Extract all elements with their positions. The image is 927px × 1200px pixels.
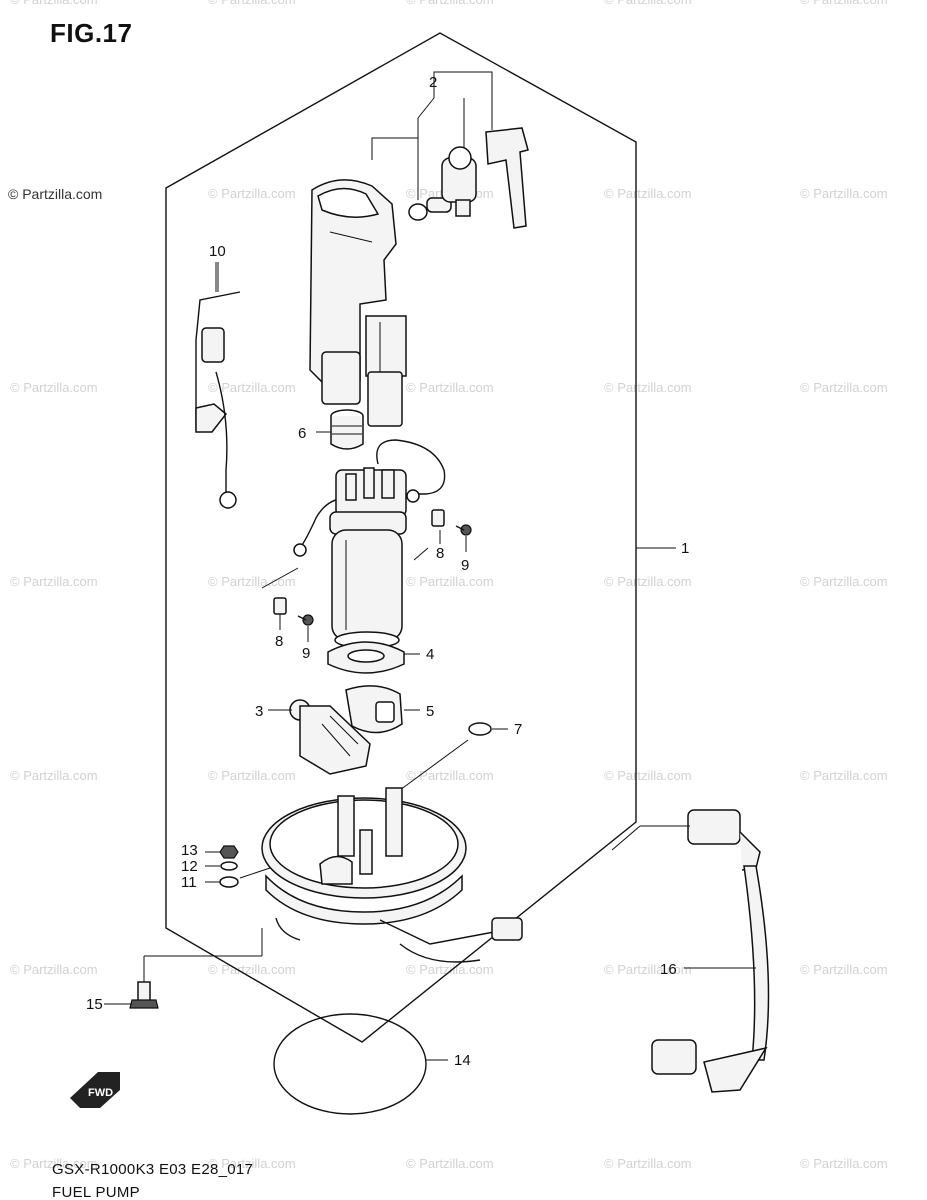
pump-housing-upper <box>309 179 407 427</box>
watermark-text: © Partzilla.com <box>208 574 296 589</box>
watermark-text: © Partzilla.com <box>208 186 296 201</box>
watermark-text: © Partzilla.com <box>208 380 296 395</box>
pump-base-plate <box>261 787 467 925</box>
watermark-text: © Partzilla.com <box>208 768 296 783</box>
callout-1: 1 <box>681 540 689 557</box>
watermark-text: © Partzilla.com <box>10 768 98 783</box>
fwd-arrow: FWD <box>70 1072 120 1108</box>
callout-16: 16 <box>660 961 677 978</box>
part-7-washer <box>468 722 492 736</box>
figure-title: FIG.17 <box>50 18 133 48</box>
pump-wiring-harness <box>293 439 446 557</box>
watermark-text: © Partzilla.com <box>800 962 888 977</box>
watermark-text: © Partzilla.com <box>406 768 494 783</box>
watermark-text: © Partzilla.com <box>800 1156 888 1171</box>
callout-9-lower: 9 <box>302 645 310 662</box>
watermark-text: © Partzilla.com <box>406 574 494 589</box>
watermark-text: © Partzilla.com <box>604 186 692 201</box>
callout-8-upper: 8 <box>436 545 444 562</box>
assembly-leader-lines <box>239 547 469 879</box>
callout-4: 4 <box>426 646 434 663</box>
callout-7: 7 <box>514 721 522 738</box>
part-name: FUEL PUMP <box>52 1184 140 1200</box>
watermark-text: © Partzilla.com <box>604 0 692 7</box>
fwd-label: FWD <box>88 1087 113 1099</box>
watermark-text: © Partzilla.com <box>800 0 888 7</box>
callout-5: 5 <box>426 703 434 720</box>
part-2-leader-group <box>371 71 493 200</box>
watermark-text: © Partzilla.com <box>604 574 692 589</box>
callout-14: 14 <box>454 1052 471 1069</box>
callout-3: 3 <box>255 703 263 720</box>
watermark-text: © Partzilla.com <box>10 380 98 395</box>
callout-6: 6 <box>298 425 306 442</box>
watermark-grid: © Partzilla.com © Partzilla.com © Partzill… <box>10 0 888 1171</box>
part-3-fuel-strainer <box>289 699 371 775</box>
watermark-text: © Partzilla.com <box>800 768 888 783</box>
watermark-text: © Partzilla.com <box>10 1156 98 1171</box>
watermark-text: © Partzilla.com <box>10 0 98 7</box>
pressure-regulator <box>408 127 529 229</box>
watermark-text: © Partzilla.com <box>604 380 692 395</box>
watermark-text: © Partzilla.com <box>406 380 494 395</box>
callout-15: 15 <box>86 996 103 1013</box>
watermark-text: © Partzilla.com <box>800 574 888 589</box>
part-4-filter-ring <box>327 641 405 674</box>
callout-10: 10 <box>209 243 226 260</box>
callout-12: 12 <box>181 858 198 875</box>
watermark-text: © Partzilla.com <box>800 186 888 201</box>
watermark-text: © Partzilla.com <box>208 0 296 7</box>
part-16-hose <box>275 809 770 1093</box>
watermark-text: © Partzilla.com <box>208 1156 296 1171</box>
callout-8-lower: 8 <box>275 633 283 650</box>
watermark-text: © Partzilla.com <box>406 0 494 7</box>
watermark-text: © Partzilla.com <box>604 768 692 783</box>
watermark-text: © Partzilla.com <box>406 1156 494 1171</box>
part-6-cushion <box>316 409 364 450</box>
watermark-text: © Partzilla.com <box>604 1156 692 1171</box>
callout-labels: 1 2 3 4 5 6 7 8 8 9 9 10 11 12 13 14 15 … <box>86 74 689 1069</box>
watermark-text: © Partzilla.com <box>604 962 692 977</box>
copyright-notice: © Partzilla.com <box>8 186 103 202</box>
pump-motor-top <box>329 467 407 535</box>
watermark-text: © Partzilla.com <box>800 380 888 395</box>
watermark-text: © Partzilla.com <box>10 962 98 977</box>
model-code: GSX-R1000K3 E03 E28_017 <box>52 1161 254 1178</box>
clamp-and-screw-parts <box>273 509 472 626</box>
part-14-o-ring <box>273 1013 427 1115</box>
nut-and-washer-parts <box>219 845 239 888</box>
watermark-text: © Partzilla.com <box>406 962 494 977</box>
watermark-text: © Partzilla.com <box>10 574 98 589</box>
callout-11: 11 <box>181 874 197 891</box>
part-10-sensor-wire <box>195 262 241 509</box>
callout-leaders <box>104 262 756 1061</box>
callout-9-upper: 9 <box>461 557 469 574</box>
part-5-holder <box>345 685 403 734</box>
fuel-pump-motor <box>331 529 403 649</box>
callout-2: 2 <box>429 74 437 91</box>
callout-13: 13 <box>181 842 198 859</box>
part-15-bolt <box>129 928 263 1009</box>
watermark-text: © Partzilla.com <box>208 962 296 977</box>
assembly-boundary <box>165 32 637 1043</box>
